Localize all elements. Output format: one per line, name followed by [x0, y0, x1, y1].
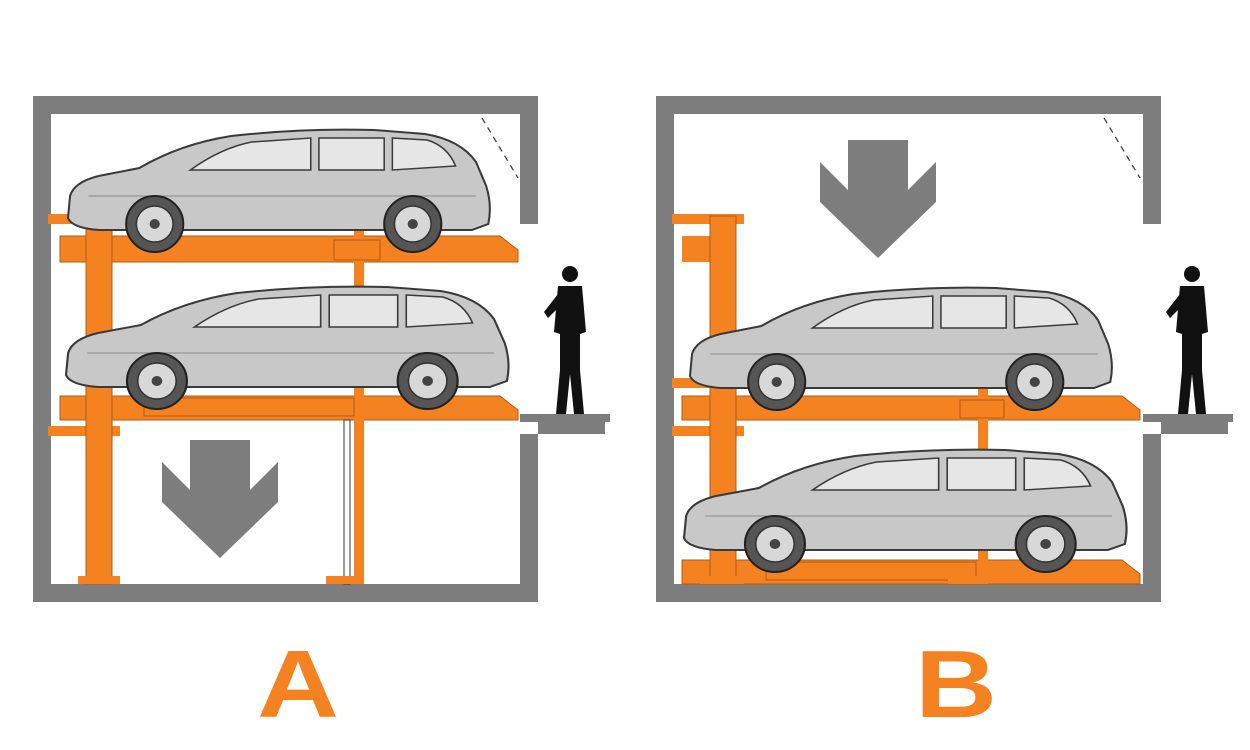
ground-ledge-b: [1143, 414, 1233, 422]
car-icon: [66, 128, 491, 254]
column-right-a: [354, 208, 364, 584]
panel-label-a: A: [257, 631, 339, 738]
person-icon: [1166, 266, 1208, 414]
upper-platform-b: [681, 395, 1141, 421]
car-icon: [64, 285, 510, 411]
person-icon: [544, 266, 586, 414]
panel-b: [656, 96, 1233, 602]
ground-ledge-a: [520, 414, 610, 422]
car-icon: [688, 286, 1113, 412]
car-icon: [682, 448, 1128, 574]
down-arrow-icon: [162, 440, 278, 558]
panel-a: [33, 96, 610, 602]
down-arrow-icon: [820, 140, 936, 258]
column-left-a: [85, 215, 113, 585]
upper-platform-a: [59, 235, 519, 263]
panel-label-b: B: [915, 631, 997, 738]
